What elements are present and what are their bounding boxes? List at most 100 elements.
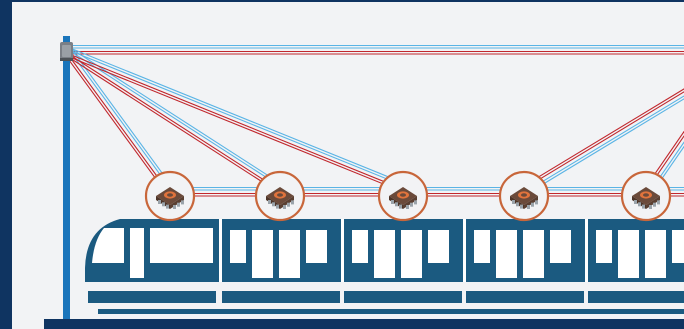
chip-pin <box>272 202 275 207</box>
chip-logo-center <box>521 193 527 197</box>
pole-shaft <box>63 36 70 323</box>
wire-line <box>66 52 166 188</box>
chip-icon <box>620 170 672 222</box>
chip-pin <box>173 205 176 209</box>
train-window <box>428 230 449 263</box>
track-rail <box>98 309 684 314</box>
ground-bar <box>44 319 684 329</box>
train-window <box>150 228 213 263</box>
chip-pin <box>158 200 161 204</box>
train-window <box>401 230 422 278</box>
chip-pin <box>276 204 279 209</box>
chip-pin <box>162 202 165 207</box>
car-gap <box>463 219 466 282</box>
wire-to-chip-3 <box>66 47 401 191</box>
chip-logo-center <box>277 193 283 197</box>
car-base <box>344 291 462 303</box>
wire-line <box>64 54 164 189</box>
wire-line <box>528 95 684 191</box>
chip-pin <box>642 204 645 209</box>
wire-line <box>525 88 684 186</box>
windshield <box>92 228 124 263</box>
wire-line <box>526 91 684 188</box>
train <box>85 219 684 303</box>
car-base <box>588 291 684 303</box>
train-window <box>596 230 612 263</box>
train-windows <box>92 228 684 278</box>
chip-pin <box>657 200 660 205</box>
car-gap <box>585 219 588 282</box>
chip-pin <box>512 200 515 204</box>
car-undercarriage <box>88 282 684 303</box>
train-window <box>550 230 571 263</box>
wire-line <box>65 54 275 190</box>
chip-icon <box>377 170 429 222</box>
wire-line <box>71 49 171 184</box>
chip-icon <box>254 170 306 222</box>
train-window <box>352 230 368 263</box>
chip-pin <box>391 200 394 204</box>
train-window <box>523 230 544 278</box>
car-base <box>222 291 340 303</box>
train-window <box>618 230 639 278</box>
chip-icon <box>498 170 550 222</box>
train-window <box>374 230 395 278</box>
wire-line <box>530 98 684 193</box>
train-window <box>252 230 273 278</box>
chip-logo-center <box>643 193 649 197</box>
wire-line <box>66 52 276 188</box>
chip-pin <box>166 204 169 209</box>
chip-logo-center <box>400 193 406 197</box>
wire-to-chip-2 <box>65 47 279 190</box>
pole <box>60 36 73 323</box>
train-window <box>645 230 666 278</box>
chip-pin <box>653 202 656 207</box>
wire-to-chip-1 <box>64 49 171 189</box>
chip-pin <box>395 202 398 207</box>
wire-line <box>69 50 169 186</box>
chip-pin <box>527 205 530 209</box>
chip-pin <box>520 204 523 209</box>
wire-line <box>68 49 278 185</box>
train-window <box>672 230 684 263</box>
train-window <box>130 228 144 278</box>
antenna-unit-icon <box>60 42 73 61</box>
chip-pin <box>414 200 417 205</box>
chip-pin <box>531 202 534 207</box>
chip-pin <box>638 202 641 207</box>
belt-gap <box>96 282 684 286</box>
train-window <box>279 230 300 278</box>
train-window <box>306 230 327 263</box>
chip-pin <box>516 202 519 207</box>
car-base <box>88 291 216 303</box>
wire-line <box>69 47 401 183</box>
chip-pin <box>399 204 402 209</box>
chip-pin <box>406 205 409 209</box>
car-separators <box>219 219 588 282</box>
track <box>44 309 684 329</box>
train-window <box>474 230 490 263</box>
car-gap <box>219 219 222 282</box>
chip-icon <box>144 170 196 222</box>
wire-line <box>67 52 399 188</box>
wire-line <box>66 55 398 191</box>
chip-pin <box>535 200 538 205</box>
chip-row <box>144 170 672 222</box>
wire-top-run <box>72 44 684 55</box>
wire-line <box>68 49 400 185</box>
wire-to-chip-4 <box>525 88 684 193</box>
train-window <box>230 230 246 263</box>
train-window <box>496 230 517 278</box>
chip-pin <box>177 202 180 207</box>
chip-pin <box>283 205 286 209</box>
chip-pin <box>649 205 652 209</box>
car-base <box>466 291 584 303</box>
chip-pin <box>287 202 290 207</box>
chip-logo-center <box>167 193 173 197</box>
chip-pin <box>291 200 294 205</box>
chip-pin <box>181 200 184 205</box>
chip-pin <box>268 200 271 204</box>
chip-pin <box>634 200 637 204</box>
